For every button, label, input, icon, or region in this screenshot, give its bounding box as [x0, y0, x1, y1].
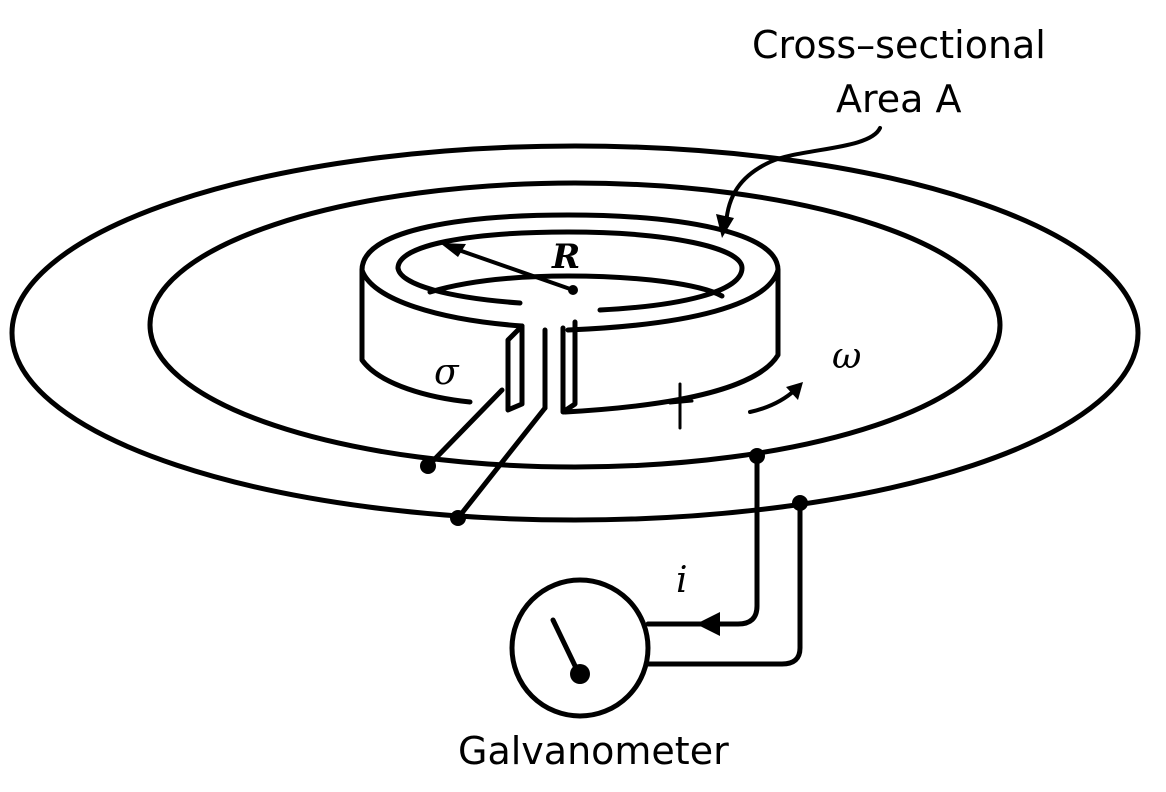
- area-label-line2: Area A: [836, 77, 962, 121]
- galvanometer-label: Galvanometer: [458, 729, 729, 773]
- galvanometer: [509, 577, 651, 719]
- current-arrow-icon: [696, 612, 720, 636]
- area-label-line1: Cross–sectional: [752, 23, 1046, 67]
- current-label: i: [676, 560, 688, 601]
- radius-arrow: [440, 243, 578, 295]
- galvanometer-wire-in: [645, 453, 760, 627]
- conductivity-label: σ: [434, 352, 460, 393]
- radius-label: R: [551, 237, 580, 277]
- galvanometer-wire-out: [645, 500, 803, 667]
- disk-inner-circle: [147, 180, 1003, 470]
- area-pointer: [724, 126, 882, 226]
- disk-outer-edge: [9, 143, 1141, 523]
- conducting-ring: [359, 212, 781, 415]
- omega-label: ω: [832, 336, 861, 377]
- ring-leads: [425, 327, 548, 521]
- contact-dot-1: [420, 458, 436, 474]
- contact-dot-2: [450, 510, 466, 526]
- rotation-arrow: [748, 388, 797, 414]
